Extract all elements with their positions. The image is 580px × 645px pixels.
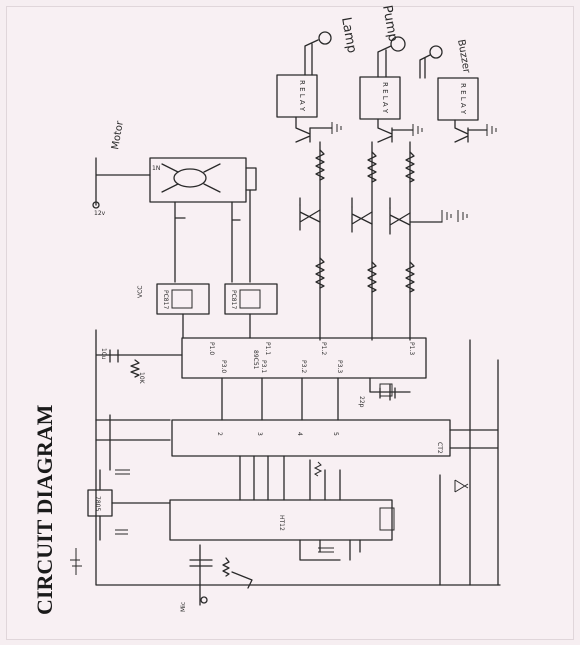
optocoupler-2: PC817 <box>224 283 278 315</box>
motor-drive-wires <box>174 201 241 283</box>
load-label-lamp: Lamp <box>338 16 359 54</box>
motor-h-bridge: 1N <box>149 157 257 203</box>
encoder-ht12: HT12 <box>169 499 395 541</box>
small-left-marks <box>70 548 82 575</box>
mic-label: Mic <box>180 602 187 612</box>
relay-buzzer-text: R E L A Y <box>459 83 467 115</box>
opto-to-mcu-wires <box>182 313 251 339</box>
relay-signal-wires <box>319 141 411 341</box>
relay-lamp: R E L A Y <box>276 74 318 118</box>
pin-p3-0: P3.0 <box>220 360 227 373</box>
decoder-ct2: CT2 2 3 4 5 <box>171 419 451 457</box>
pin-p1-1: P1.1 <box>264 342 271 355</box>
diagram-title: CIRCUIT DIAGRAM <box>32 404 57 615</box>
svg-text:5: 5 <box>332 432 339 436</box>
svg-text:2: 2 <box>216 432 223 436</box>
relay-driver-transistors <box>295 116 497 143</box>
load-label-pump: Pump <box>379 4 400 43</box>
paper-sheet <box>6 6 574 640</box>
optocoupler-2-label: PC817 <box>230 290 237 309</box>
decoder-to-encoder-wires <box>239 455 341 501</box>
load-label-buzzer: Buzzer <box>455 39 472 75</box>
pin-p3-1: P3.1 <box>260 360 267 373</box>
svg-text:22p: 22p <box>358 396 365 408</box>
pin-p1-2: P1.2 <box>320 342 327 355</box>
svg-text:4: 4 <box>296 432 303 436</box>
mcu-89c51: 89C51 P1.0 P1.1 P1.2 P1.3 P3.0 P3.1 P3.2… <box>181 337 427 379</box>
led-symbol <box>454 479 469 493</box>
pump-symbol <box>377 36 406 78</box>
vcc-label: VCC <box>137 286 144 298</box>
pin-p1-3: P1.3 <box>408 342 415 355</box>
encoder-cap <box>318 547 334 553</box>
mcu-label: 89C51 <box>252 350 259 370</box>
pin-p3-2: P3.2 <box>300 360 307 373</box>
mic-input: Mic <box>180 544 253 612</box>
h-bridge-pin: 1N <box>152 165 160 172</box>
encoder-label: HT12 <box>278 515 285 531</box>
relay-buzzer: R E L A Y <box>437 77 479 121</box>
regulator-7805: 7805 <box>87 414 171 541</box>
supply-12v: 12v <box>92 157 151 217</box>
mcu-to-decoder-wires <box>221 377 339 421</box>
pin-p3-3: P3.3 <box>336 360 343 373</box>
relay-pump: R E L A Y <box>359 76 401 120</box>
relay-resistors <box>315 149 415 293</box>
motor-label: Motor <box>110 119 126 150</box>
right-bus-wires <box>439 339 499 586</box>
svg-text:10u: 10u <box>100 348 107 360</box>
encoder-bottom-wires <box>299 539 361 561</box>
lamp-symbol <box>304 31 332 76</box>
mcu-crystal: 22p <box>358 377 411 408</box>
optocoupler-1-label: PC817 <box>162 290 169 309</box>
encoder-pullup-resistor <box>313 461 323 477</box>
ground-bus <box>95 419 501 586</box>
mcu-reset-network: 10K 10u <box>95 329 183 421</box>
relay-pump-text: R E L A Y <box>381 82 389 114</box>
supply-label: 12v <box>94 210 106 217</box>
relay-lamp-text: R E L A Y <box>298 80 306 112</box>
svg-text:10K: 10K <box>138 372 145 385</box>
optocoupler-1: PC817 VCC <box>137 283 210 315</box>
regulator-label: 7805 <box>94 496 101 511</box>
buzzer-symbol <box>419 45 443 79</box>
decoder-label: CT2 <box>436 442 443 454</box>
second-transistor-row <box>299 197 468 235</box>
svg-text:3: 3 <box>256 432 263 436</box>
pin-p1-0: P1.0 <box>208 342 215 355</box>
